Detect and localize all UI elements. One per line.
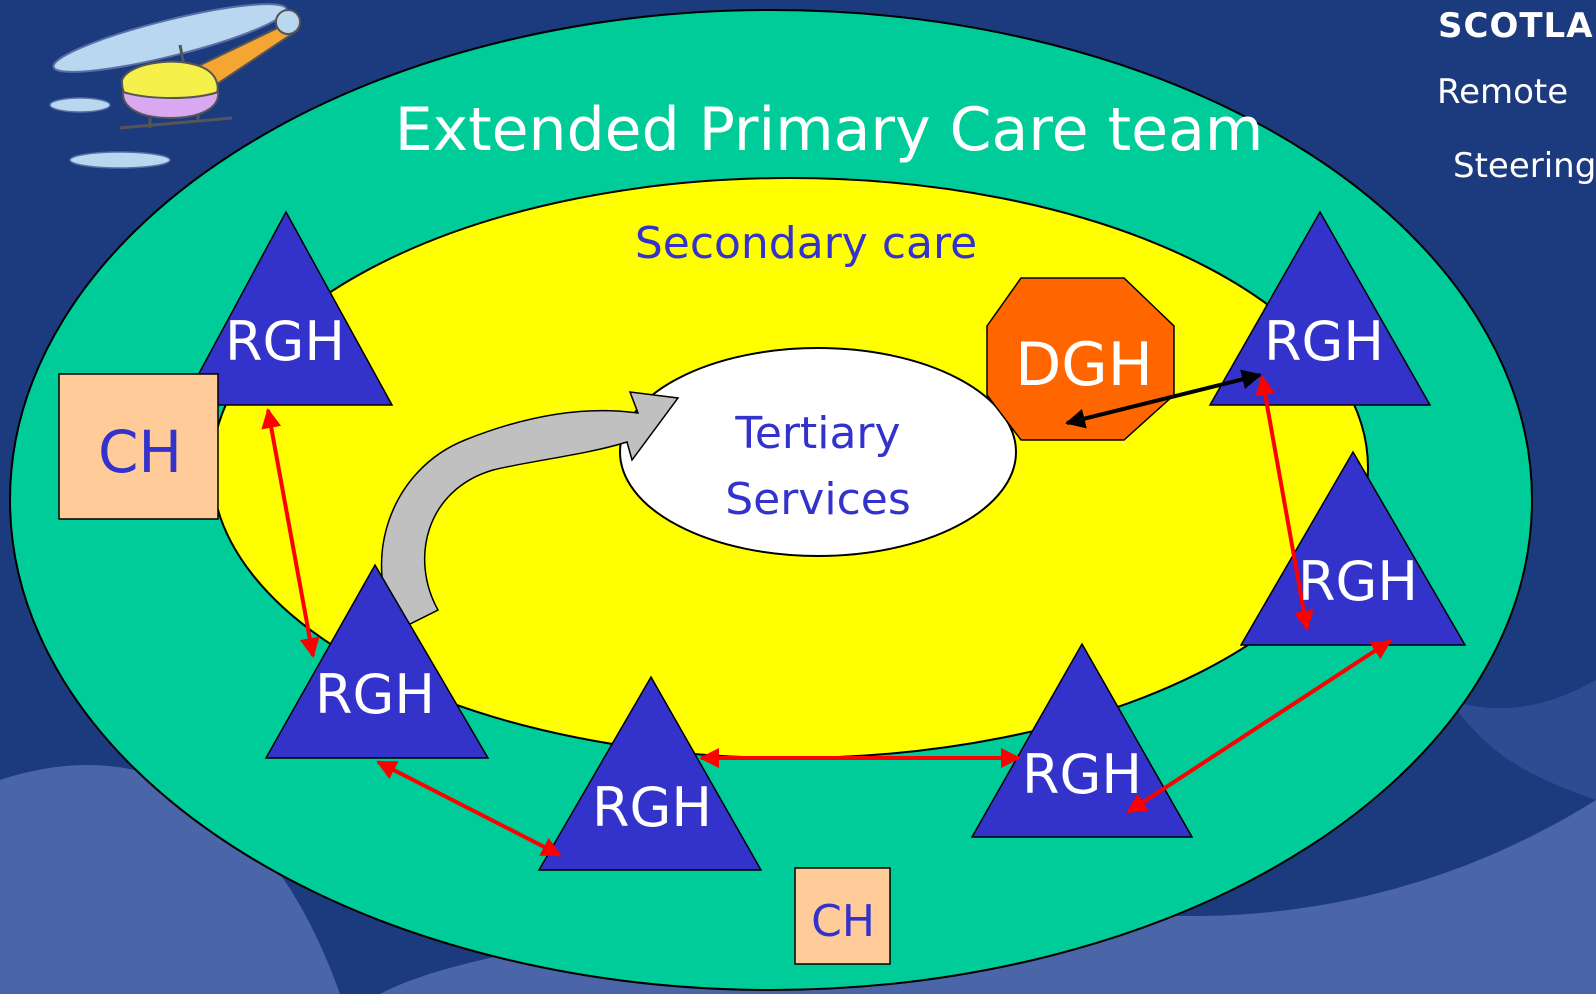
link-dgh-to-rgh-topright [1065, 369, 1262, 429]
tertiary-label-line2: Services [725, 474, 911, 525]
rgh-label-bottom-left: RGH [592, 776, 712, 839]
tertiary-services-ellipse [619, 347, 1017, 557]
header-line-1: Remote [1437, 72, 1569, 112]
link-rgh-topright-to-right [1255, 375, 1314, 631]
helicopter-icon [52, 3, 301, 130]
background-swoosh-left [0, 765, 340, 994]
rgh-label-right: RGH [1298, 550, 1418, 613]
secondary-care-label: Secondary care [635, 218, 977, 269]
dgh-label: DGH [1015, 330, 1153, 400]
rgh-triangle-top-right [1208, 210, 1432, 406]
link-rgh-bottomright-to-right [1126, 639, 1392, 814]
cloud-icon [49, 97, 171, 169]
curved-referral-arrow [380, 391, 680, 631]
ch-bottom-label: CH [811, 896, 875, 947]
rgh-label-bottom-right: RGH [1022, 743, 1142, 806]
rgh-label-left: RGH [315, 663, 435, 726]
rgh-triangle-bottom-left [537, 675, 763, 871]
rgh-triangle-left [264, 563, 490, 759]
org-title: SCOTLA [1438, 6, 1594, 46]
ch-box-left [58, 373, 219, 520]
tertiary-label-line1: Tertiary [734, 408, 900, 459]
background-swoosh-right [1450, 680, 1596, 800]
ch-left-label: CH [98, 418, 182, 486]
link-rgh-topleft-to-left [261, 408, 320, 658]
link-rgh-left-to-bottomleft [376, 760, 562, 857]
rgh-triangle-top-left [180, 210, 394, 406]
ch-box-bottom [794, 867, 891, 965]
rgh-label-top-right: RGH [1264, 310, 1384, 373]
primary-care-label: Extended Primary Care team [395, 95, 1264, 165]
header-line-2: Steering [1453, 146, 1596, 186]
rgh-label-top-left: RGH [225, 310, 345, 373]
